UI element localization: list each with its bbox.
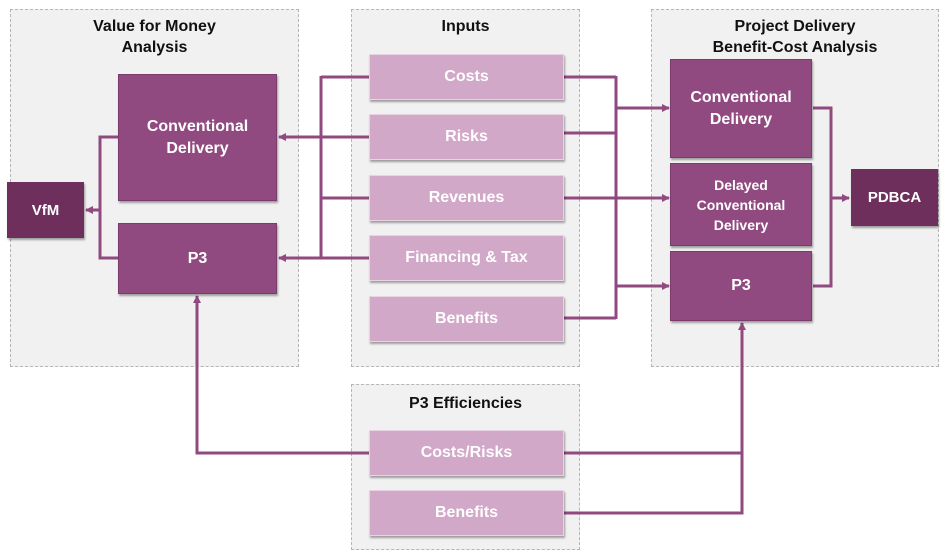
vfm-output: VfM [7,182,84,238]
input-costs: Costs [369,54,564,100]
pdbca-panel-title: Project Delivery Benefit-Cost Analysis [712,18,878,56]
pdbca-output: PDBCA [851,169,938,226]
vfm-p3: P3 [118,223,277,294]
pdbca-conventional-delivery: Conventional Delivery [670,59,812,158]
efficiency-benefits: Benefits [369,490,564,536]
efficiency-costs-risks: Costs/Risks [369,430,564,476]
input-risks: Risks [369,114,564,160]
input-benefits: Benefits [369,296,564,342]
pdbca-p3: P3 [670,251,812,321]
input-revenues: Revenues [369,175,564,221]
vfm-panel-title: Value for Money Analysis [93,18,216,56]
pdbca-delayed-conventional-delivery: Delayed Conventional Delivery [670,163,812,246]
inputs-panel-title: Inputs [441,18,490,35]
input-financing-tax: Financing & Tax [369,235,564,281]
vfm-conventional-delivery: Conventional Delivery [118,74,277,201]
efficiencies-panel-title: P3 Efficiencies [409,395,522,412]
